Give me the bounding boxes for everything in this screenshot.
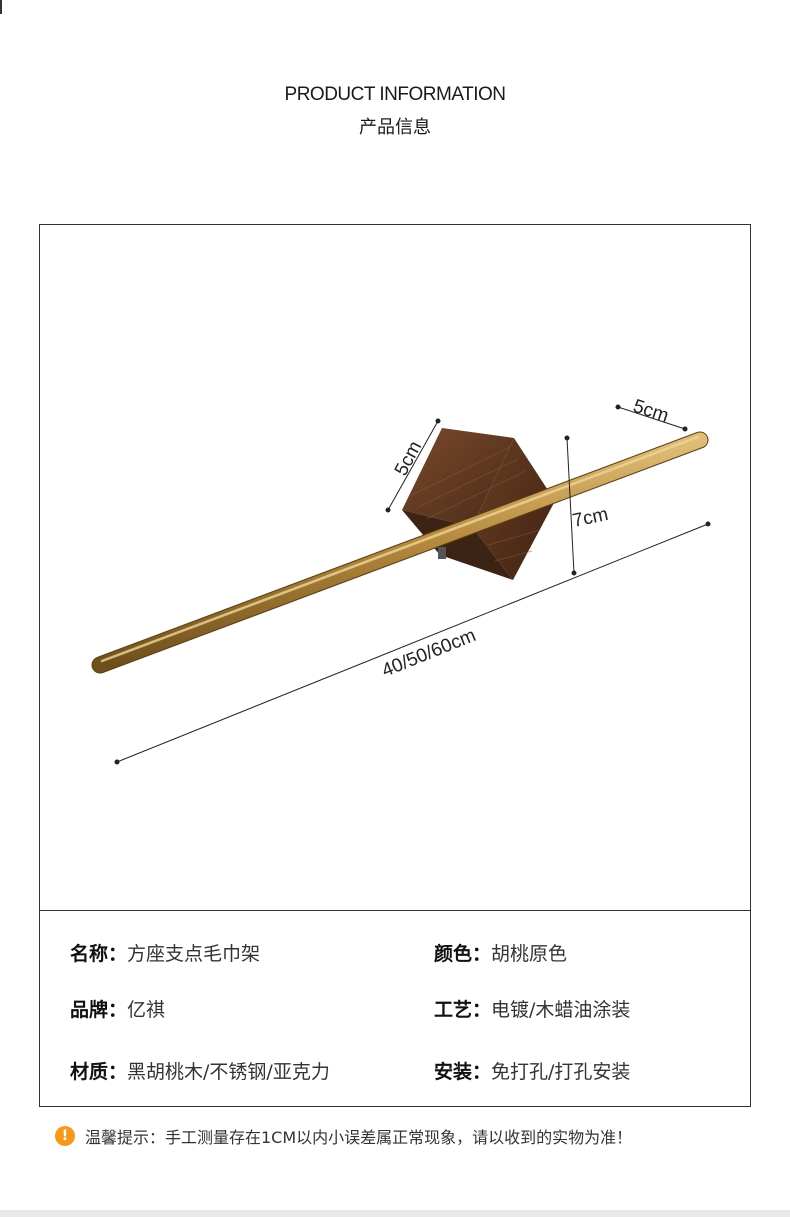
corner-mark <box>0 0 2 14</box>
spec-name-value: 方座支点毛巾架 <box>127 943 261 965</box>
spec-craft: 工艺：电镀/木蜡油涂装 <box>434 995 630 1022</box>
spec-brand-label: 品牌： <box>70 999 128 1021</box>
dim-bar-diameter: 5cm <box>630 396 671 427</box>
brass-bar <box>91 431 709 674</box>
spec-name-label: 名称： <box>70 943 128 965</box>
spec-craft-value: 电镀/木蜡油涂装 <box>491 999 631 1021</box>
dim-height: 7cm <box>571 504 610 532</box>
spec-divider <box>39 910 751 911</box>
spec-install: 安装：免打孔/打孔安装 <box>434 1057 630 1084</box>
spec-craft-label: 工艺： <box>434 999 492 1021</box>
spec-material-value: 黑胡桃木/不锈钢/亚克力 <box>127 1061 330 1083</box>
spec-brand: 品牌：亿祺 <box>70 995 165 1022</box>
spec-install-label: 安装： <box>434 1061 492 1083</box>
dimension-lines <box>114 404 711 765</box>
bottom-bar <box>0 1210 790 1217</box>
spec-color: 颜色：胡桃原色 <box>434 939 567 966</box>
spec-material-label: 材质： <box>70 1061 128 1083</box>
product-drawing: 5cm 5cm 7cm 40/50/60cm <box>91 396 711 765</box>
spec-color-label: 颜色： <box>434 943 492 965</box>
spec-brand-value: 亿祺 <box>127 999 166 1021</box>
spec-install-value: 免打孔/打孔安装 <box>491 1061 631 1083</box>
page-title-en: PRODUCT INFORMATION <box>284 84 506 105</box>
dim-length: 40/50/60cm <box>379 625 479 682</box>
measurement-note: ! 温馨提示：手工测量存在1CM以内小误差属正常现象，请以收到的实物为准！ <box>55 1124 632 1148</box>
spec-name: 名称：方座支点毛巾架 <box>70 939 260 966</box>
note-text: 温馨提示：手工测量存在1CM以内小误差属正常现象，请以收到的实物为准！ <box>85 1128 633 1147</box>
wood-base <box>402 428 555 580</box>
spec-material: 材质：黑胡桃木/不锈钢/亚克力 <box>70 1057 330 1084</box>
spec-color-value: 胡桃原色 <box>491 943 568 965</box>
product-frame <box>39 224 751 1107</box>
exclamation-icon: ! <box>55 1126 75 1146</box>
page-title-zh: 产品信息 <box>359 117 431 138</box>
